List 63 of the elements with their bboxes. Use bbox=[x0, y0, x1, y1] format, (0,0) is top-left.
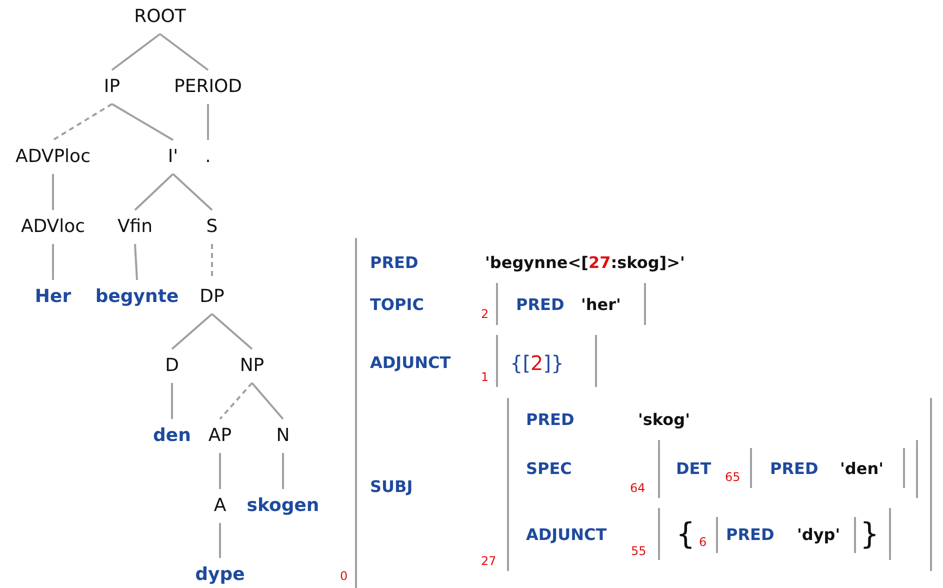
category-label: D bbox=[165, 355, 179, 377]
tree-branch bbox=[219, 382, 253, 420]
attribute-name: PRED bbox=[770, 458, 818, 480]
word-leaf: dype bbox=[195, 564, 245, 586]
index-number: 65 bbox=[725, 469, 740, 486]
attribute-value: 'her' bbox=[581, 294, 621, 316]
tree-branch bbox=[219, 523, 221, 558]
word-leaf: skogen bbox=[246, 495, 320, 517]
tree-branch bbox=[52, 244, 54, 280]
set-value: {[2]} bbox=[510, 352, 564, 374]
category-label: N bbox=[276, 425, 290, 447]
tree-branch bbox=[112, 103, 174, 141]
attribute-name: SUBJ bbox=[370, 476, 413, 498]
category-label: NP bbox=[240, 355, 264, 377]
category-label: S bbox=[206, 216, 218, 238]
attribute-name: PRED bbox=[516, 294, 564, 316]
attribute-name: PRED bbox=[370, 252, 418, 274]
attribute-name: PRED bbox=[526, 409, 574, 431]
category-label: I' bbox=[168, 146, 178, 168]
tree-branch bbox=[111, 33, 161, 71]
attribute-value: 'skog' bbox=[638, 409, 690, 431]
attribute-name: DET bbox=[676, 458, 712, 480]
category-label: DP bbox=[200, 286, 224, 308]
word-leaf: begynte bbox=[95, 286, 179, 308]
attribute-name: ADJUNCT bbox=[526, 524, 607, 546]
attribute-name: TOPIC bbox=[370, 294, 424, 316]
tree-branch bbox=[219, 453, 221, 489]
tree-branch bbox=[52, 103, 113, 141]
tree-branch bbox=[159, 33, 209, 71]
category-label: ADVPloc bbox=[16, 146, 90, 168]
tree-branch bbox=[282, 453, 284, 489]
tree-branch bbox=[251, 382, 284, 420]
tree-branch bbox=[134, 244, 138, 280]
word-leaf: Her bbox=[34, 286, 72, 308]
word-leaf: den bbox=[153, 425, 191, 447]
category-label: AP bbox=[208, 425, 232, 447]
index-number: 0 bbox=[340, 568, 348, 585]
index-number: 2 bbox=[481, 306, 489, 323]
attribute-name: ADJUNCT bbox=[370, 352, 451, 374]
tree-branch bbox=[171, 313, 213, 350]
index-number: 27 bbox=[481, 553, 496, 570]
index-number: 1 bbox=[481, 369, 489, 386]
category-label: PERIOD bbox=[174, 76, 242, 98]
attribute-value: 'dyp' bbox=[797, 524, 840, 546]
attribute-name: PRED bbox=[726, 524, 774, 546]
category-label: A bbox=[214, 495, 226, 517]
tree-branch bbox=[171, 383, 173, 419]
tree-branch bbox=[172, 173, 213, 211]
tree-branch bbox=[134, 173, 174, 211]
index-number: 6 bbox=[699, 534, 707, 551]
tree-branch bbox=[207, 104, 209, 140]
category-label: IP bbox=[104, 76, 120, 98]
tree-branch bbox=[52, 174, 54, 210]
category-label: ROOT bbox=[134, 6, 186, 28]
category-label: . bbox=[205, 146, 211, 168]
attribute-value: 'begynne<[27:skog]>' bbox=[485, 252, 685, 274]
index-number: 64 bbox=[630, 480, 646, 497]
attribute-value: 'den' bbox=[840, 458, 884, 480]
attribute-name: SPEC bbox=[526, 458, 572, 480]
category-label: ADVloc bbox=[20, 216, 86, 238]
tree-branch bbox=[211, 313, 253, 350]
category-label: Vfin bbox=[117, 216, 153, 238]
index-number: 55 bbox=[631, 543, 646, 560]
